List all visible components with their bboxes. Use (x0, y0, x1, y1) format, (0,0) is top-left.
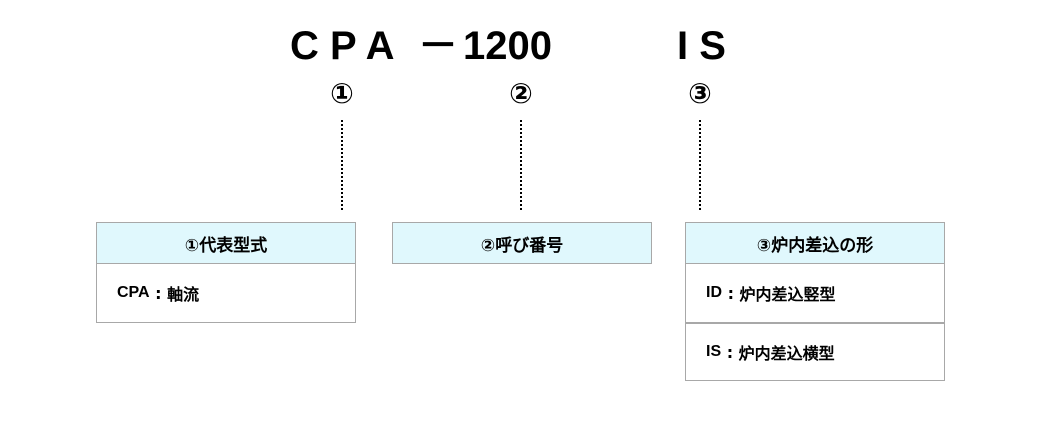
box-row: CPA : 軸流 (97, 264, 355, 322)
model-code-part1: C P A (290, 24, 395, 68)
row-sep: : (721, 342, 739, 362)
box-row: IS : 炉内差込横型 (686, 322, 944, 380)
box-header: ③炉内差込の形 (686, 223, 944, 264)
connector-line-2 (520, 120, 522, 210)
row-value: 炉内差込横型 (738, 344, 835, 363)
connector-line-1 (341, 120, 343, 210)
row-key: ID (706, 284, 722, 301)
box-nominal-number: ②呼び番号 (392, 222, 652, 264)
box-header: ①代表型式 (97, 223, 355, 264)
box-row: ID : 炉内差込竪型 (686, 264, 944, 322)
marker-3: ③ (688, 77, 712, 110)
row-key: IS (706, 343, 722, 360)
model-code-separator: － (418, 24, 458, 68)
row-sep: : (149, 283, 168, 303)
row-sep: : (722, 283, 740, 303)
marker-2: ② (509, 77, 533, 110)
row-value: 炉内差込竪型 (739, 285, 836, 304)
box-insertion-type: ③炉内差込の形 ID : 炉内差込竪型 IS : 炉内差込横型 (685, 222, 945, 381)
box-header: ②呼び番号 (393, 223, 651, 263)
marker-1: ① (330, 77, 354, 110)
model-code-part2: 1200 (463, 24, 552, 68)
box-representative-model: ①代表型式 CPA : 軸流 (96, 222, 356, 323)
row-key: CPA (117, 284, 150, 301)
row-value: 軸流 (167, 285, 200, 304)
connector-line-3 (699, 120, 701, 210)
model-code-part3: I S (677, 24, 726, 68)
